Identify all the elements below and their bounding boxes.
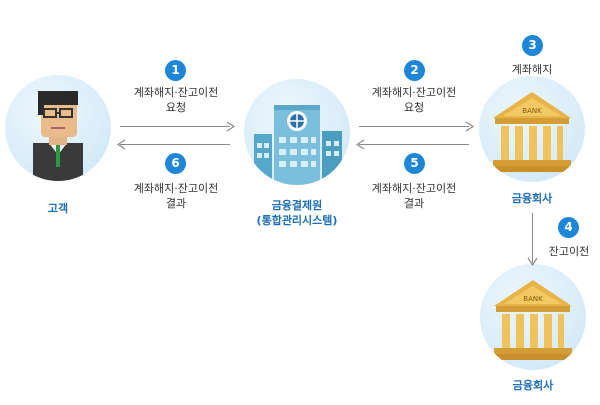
step-1-label-line2: 요청 [165,101,187,114]
step-4-label: 잔고이전 [548,245,590,258]
bank-sign: BANK [522,107,542,115]
step-4-badge: 4 [558,217,579,238]
arrowhead-down-icon [527,257,538,267]
bank-icon: BANK [490,280,576,360]
step-2-label-line1: 계좌해지·잔고이전 [371,86,457,99]
arrow-center-to-customer [120,144,230,145]
bank-sign: BANK [523,295,543,303]
building-icon [254,105,342,185]
customer-caption: 고객 [47,202,69,215]
arrow-bank-to-bank [532,213,533,263]
bank-top-caption: 금융회사 [511,192,553,205]
step-5-badge: 5 [404,153,425,174]
bank-node-bottom: BANK [480,264,586,370]
step-6-label-line2: 결과 [165,197,187,210]
step-2-label-line2: 요청 [403,101,425,114]
step-5-label-line1: 계좌해지·잔고이전 [371,182,457,195]
center-caption-line2: (통합관리시스템) [256,214,338,227]
arrow-bank-to-center [359,144,469,145]
arrowhead-left-icon [116,139,126,150]
step-1-label-line1: 계좌해지·잔고이전 [133,86,219,99]
step-3-label: 계좌해지 [511,63,553,76]
arrowhead-right-icon [226,121,236,132]
bank-icon: BANK [489,92,575,172]
customer-node [5,75,111,181]
step-2-badge: 2 [404,60,425,81]
bank-bottom-caption: 금융회사 [512,379,554,392]
bank-node-top: BANK [479,76,585,182]
arrow-center-to-bank [359,126,469,127]
arrow-customer-to-center [120,126,230,127]
step-6-badge: 6 [165,153,186,174]
arrowhead-right-icon [465,121,475,132]
step-5-label-line2: 결과 [403,197,425,210]
customer-icon [33,91,83,181]
center-node [244,79,350,185]
step-1-badge: 1 [165,60,186,81]
step-3-badge: 3 [522,35,543,56]
center-caption-line1: 금융결제원 [271,199,323,212]
arrowhead-left-icon [355,139,365,150]
step-6-label-line1: 계좌해지·잔고이전 [133,182,219,195]
